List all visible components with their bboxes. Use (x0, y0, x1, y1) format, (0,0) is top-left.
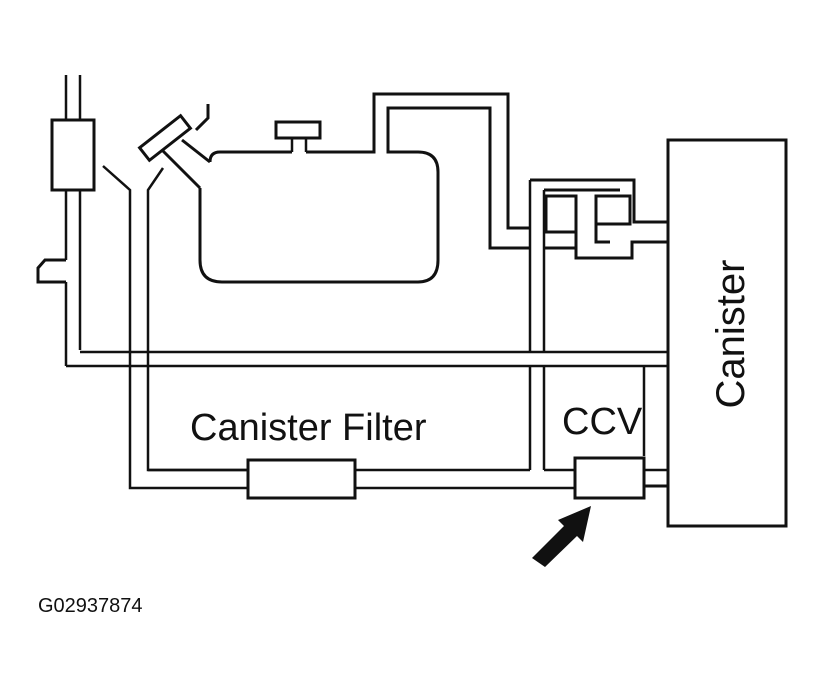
purge-valve-assembly (530, 178, 668, 260)
middle-horizontal-pipe (66, 350, 668, 368)
bottom-connector (148, 468, 575, 490)
canister-filter (246, 458, 357, 500)
ccv-label: CCV (562, 401, 643, 443)
canister-body (666, 138, 788, 528)
figure-id: G02937874 (38, 595, 143, 617)
tank-sender (274, 120, 322, 152)
vertical-connector-pipe (528, 180, 546, 470)
filler-neck (137, 104, 211, 190)
ccv-valve (573, 456, 646, 500)
canister-label: Canister (709, 260, 753, 409)
canister-filter-label: Canister Filter (190, 407, 427, 449)
canister-side-pipe (642, 366, 668, 472)
fuel-tank (198, 92, 530, 284)
pointer-arrow-icon (532, 506, 591, 567)
left-vent-pipe (64, 75, 82, 366)
left-nozzle (36, 258, 66, 284)
left-valve-box (50, 118, 96, 192)
